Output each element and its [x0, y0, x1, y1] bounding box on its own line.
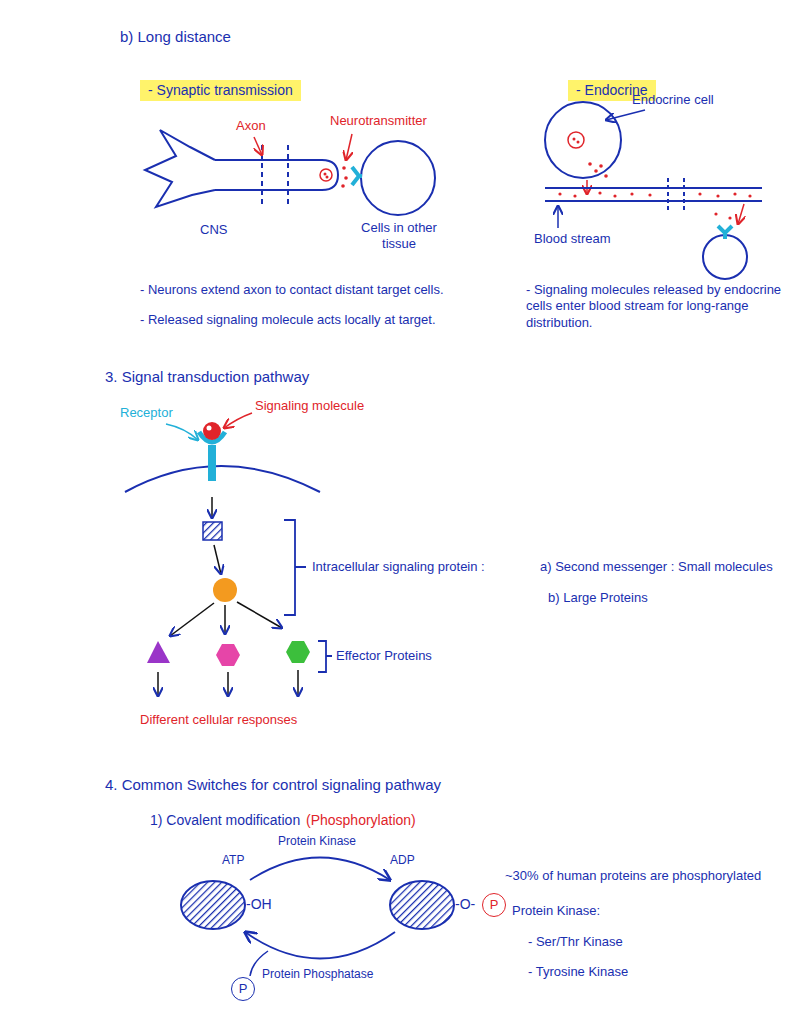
- note: - Ser/Thr Kinase: [528, 934, 623, 950]
- bracket: [318, 641, 332, 672]
- sub-heading: (Phosphorylation): [306, 812, 416, 830]
- molecule-label: ADP: [390, 853, 415, 868]
- pathway-arrows: [158, 497, 298, 696]
- section-heading: 4. Common Switches for control signaling…: [105, 776, 441, 795]
- protein: [181, 881, 245, 929]
- result-label: Different cellular responses: [140, 712, 297, 728]
- part-label: Blood stream: [534, 231, 611, 247]
- leader-arrow: [166, 424, 198, 440]
- node-text: P: [490, 897, 499, 913]
- blood-stream: [545, 178, 762, 212]
- effector-protein: [216, 644, 240, 666]
- cycle-arrow: [250, 858, 390, 881]
- group-label: -OH: [246, 896, 272, 914]
- note: - Released signaling molecule acts local…: [140, 312, 436, 328]
- part-label: Endocrine cell: [632, 92, 714, 108]
- leader-arrow: [254, 137, 262, 155]
- bracket-label: a) Second messenger : Small molecules: [540, 559, 773, 575]
- leader-arrow: [224, 413, 252, 428]
- note: - Signaling molecules released by endocr…: [526, 282, 788, 331]
- signaling-protein: [213, 578, 237, 602]
- highlight-band: - Synaptic transmission: [140, 80, 301, 101]
- neuron: [145, 130, 435, 215]
- bracket-label: Effector Proteins: [336, 648, 432, 664]
- bracket-label: b) Large Proteins: [548, 590, 648, 606]
- part-label: CNS: [200, 222, 227, 238]
- leader-arrow: [738, 204, 744, 224]
- note: - Tyrosine Kinase: [528, 964, 628, 980]
- leader-arrow: [557, 206, 559, 228]
- part-label: Axon: [236, 118, 266, 134]
- section-heading: 3. Signal transduction pathway: [105, 368, 309, 387]
- leader-arrow: [606, 110, 645, 120]
- part-label: Signaling molecule: [255, 398, 364, 414]
- target-cell: [703, 235, 747, 279]
- bracket: [284, 520, 306, 615]
- node-text: - Synaptic transmission: [148, 82, 293, 99]
- highlight: [207, 426, 212, 431]
- effector-protein: [147, 641, 170, 663]
- cycle-arrow: [245, 932, 395, 959]
- part-label: Cells in other tissue: [356, 220, 442, 253]
- cell-membrane: [125, 466, 320, 492]
- effector-protein: [286, 641, 310, 663]
- neurotransmitter-vesicle: [320, 166, 348, 188]
- sub-heading: 1) Covalent modification: [150, 812, 300, 830]
- part-label: Neurotransmitter: [330, 113, 427, 129]
- section-heading: b) Long distance: [120, 28, 231, 47]
- phosphate-circle: P: [482, 893, 506, 917]
- bracket-label: Intracellular signaling protein :: [312, 559, 485, 575]
- enzyme-label: Protein Phosphatase: [262, 967, 373, 982]
- signaling-molecule: [203, 422, 221, 440]
- note: Protein Kinase:: [512, 903, 600, 919]
- group-label: -O-: [455, 896, 475, 914]
- part-label: Receptor: [120, 405, 173, 421]
- leader-arrow: [346, 134, 352, 160]
- phosphate-circle: P: [231, 977, 255, 1001]
- enzyme-label: Protein Kinase: [278, 834, 356, 849]
- molecule-label: ATP: [222, 853, 244, 868]
- receptor-symbol: [352, 167, 362, 185]
- receptor-symbol: [718, 226, 732, 239]
- endocrine-cell: [545, 102, 621, 178]
- note: - Neurons extend axon to contact distant…: [140, 282, 444, 298]
- note: ~30% of human proteins are phosphorylate…: [505, 868, 761, 884]
- hormone-dots: [558, 191, 751, 219]
- signaling-protein: [203, 522, 222, 540]
- node-text: P: [239, 981, 248, 997]
- protein: [390, 881, 454, 929]
